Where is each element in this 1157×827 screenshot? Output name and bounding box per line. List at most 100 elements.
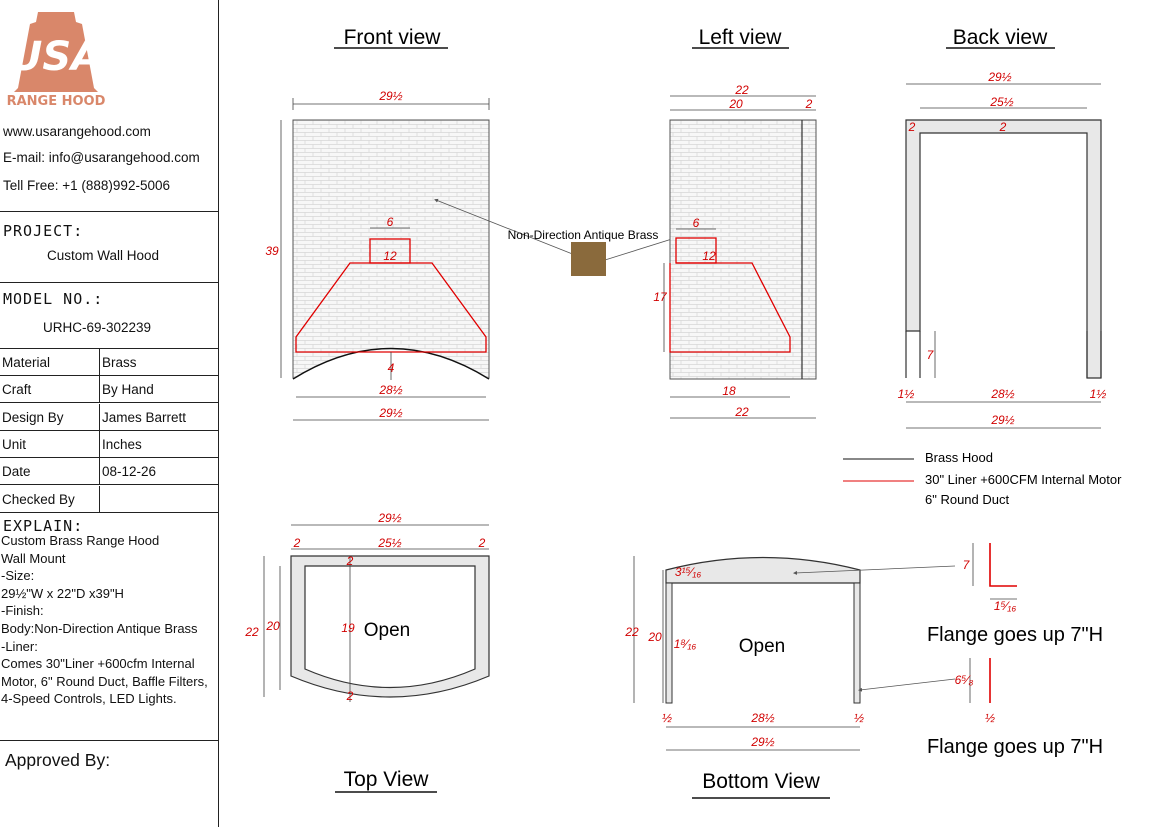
dim-top: 2 [999,120,1007,134]
top-view: 29½ 2 25½ 2 2 19 2 22 20 Open [244,511,490,703]
back-view: 29½ 25½ 2 2 7 1½ 28½ 1½ 29½ [898,70,1107,429]
spec-value: James Barrett [102,409,187,425]
dim-liner-depth: 18 [722,384,736,398]
dim-wall: 2 [805,97,813,111]
divider [99,485,100,513]
dim-depth: 22 [734,83,749,97]
dim-arch-rise: 4 [388,361,395,375]
svg-text:RANGE HOOD: RANGE HOOD [7,94,106,108]
dim-width: 29½ [378,89,402,103]
spec-row: Date 08-12-26 [0,458,219,486]
dim-height: 39 [265,244,279,258]
dim-liner-height: 17 [653,290,668,304]
bottom-view: 3¹⁵⁄₁₆ 22 20 1⁸⁄₁₆ Open ½ 28½ ½ 29½ [624,556,956,751]
dim-front: 2 [346,689,354,703]
spec-row: Design By James Barrett [0,403,219,431]
dim-total-depth: 22 [734,405,749,419]
project-value: Custom Wall Hood [47,248,160,263]
title-block: USA RANGE HOOD www.usarangehood.com E-ma… [0,0,219,827]
dim-opening: 28½ [990,387,1014,401]
spec-value: By Hand [102,382,154,398]
divider [99,430,100,458]
dim-bottom-width: 29½ [378,406,402,420]
dim-side: 2 [293,536,301,550]
dim-duct: 12 [383,249,397,263]
dim-back: 2 [346,554,354,568]
usa-range-hood-logo: USA RANGE HOOD [7,12,106,108]
dim-duct-top: 6 [387,215,394,229]
dim-opening: 28½ [750,711,774,725]
antique-brass-swatch [571,242,606,276]
flange-detail: 7 1⁵⁄₁₆ Flange goes up 7"H 6⁵⁄₈ ½ Flange… [927,543,1103,758]
website-link[interactable]: www.usarangehood.com [3,124,151,139]
spec-key: Checked By [2,491,75,507]
dim-leg: ½ [662,711,672,725]
spec-value: 08-12-26 [102,464,157,480]
dim-arch: 28½ [378,383,402,397]
dim-depth: 22 [244,625,259,639]
dim-depth-inner: 20 [728,97,743,111]
dim-side-flange: 1⁸⁄₁₆ [674,637,697,651]
dim-leg: 1½ [898,387,915,401]
flange-note: Flange goes up 7"H [927,736,1103,758]
open-label: Open [739,636,785,657]
dim-flange-height: 7 [963,558,971,572]
legend-liner: 30" Liner +600CFM Internal Motor [925,472,1122,487]
spec-value: Inches [102,436,142,452]
phone-text: Tell Free: +1 (888)992-5006 [3,178,170,193]
dim-notch: 7 [927,348,935,362]
dim-leg: ½ [854,711,864,725]
divider [0,348,219,349]
spec-row: Checked By [0,485,219,513]
approved-by-label: Approved By: [5,750,111,770]
dim-side: 2 [478,536,486,550]
open-label: Open [364,620,410,641]
model-label: MODEL NO.: [3,290,104,308]
spec-row: Unit Inches [0,430,219,458]
dim-duct: 12 [702,249,716,263]
left-view: 22 20 2 6 12 17 18 22 [653,83,817,419]
divider [99,403,100,431]
spec-key: Unit [2,436,27,452]
front-view: 29½ 39 6 12 4 28½ 29½ [265,89,490,421]
spec-key: Design By [2,409,64,425]
dim-inner-width: 25½ [989,95,1013,109]
dim-width: 29½ [987,70,1011,84]
spec-key: Material [2,355,51,370]
drawing-canvas: Front view Left view Back view Top View … [244,26,1122,799]
divider [0,211,219,212]
dim-depth-inner: 20 [647,630,662,644]
flange-note: Flange goes up 7"H [927,624,1103,646]
dim-leg: 1½ [1090,387,1107,401]
dim-flange: 3¹⁵⁄₁₆ [675,565,702,579]
dim-side: 2 [908,120,916,134]
spec-value: Brass [102,355,137,370]
email-text: E-mail: info@usarangehood.com [3,150,200,165]
explain-text: Custom Brass Range Hood Wall Mount -Size… [1,533,208,707]
spec-key: Craft [2,382,32,398]
dim-duct-top: 6 [693,216,700,230]
dim-width: 29½ [377,511,401,525]
divider [0,282,219,283]
top-view-title: Top View [344,768,430,791]
divider [99,458,100,486]
dim-depth: 22 [624,625,639,639]
legend-brass: Brass Hood [925,450,993,465]
dim-total: 29½ [990,413,1014,427]
project-label: PROJECT: [3,222,84,240]
explain-label: EXPLAIN: [3,517,84,535]
divider [0,740,219,741]
dim-inner: 25½ [377,536,401,550]
dim-total: 29½ [750,735,774,749]
spec-row: Material Brass [0,349,219,376]
bottom-view-title: Bottom View [702,770,820,793]
left-view-title: Left view [699,26,783,49]
spec-row: Craft By Hand [0,376,219,404]
legend-duct: 6" Round Duct [925,492,1009,507]
spec-key: Date [2,464,31,480]
finish-label: Non-Direction Antique Brass [508,228,659,242]
dim-depth-inner: 20 [265,619,280,633]
divider [99,376,100,404]
back-view-title: Back view [953,26,1048,49]
front-view-title: Front view [344,26,442,49]
